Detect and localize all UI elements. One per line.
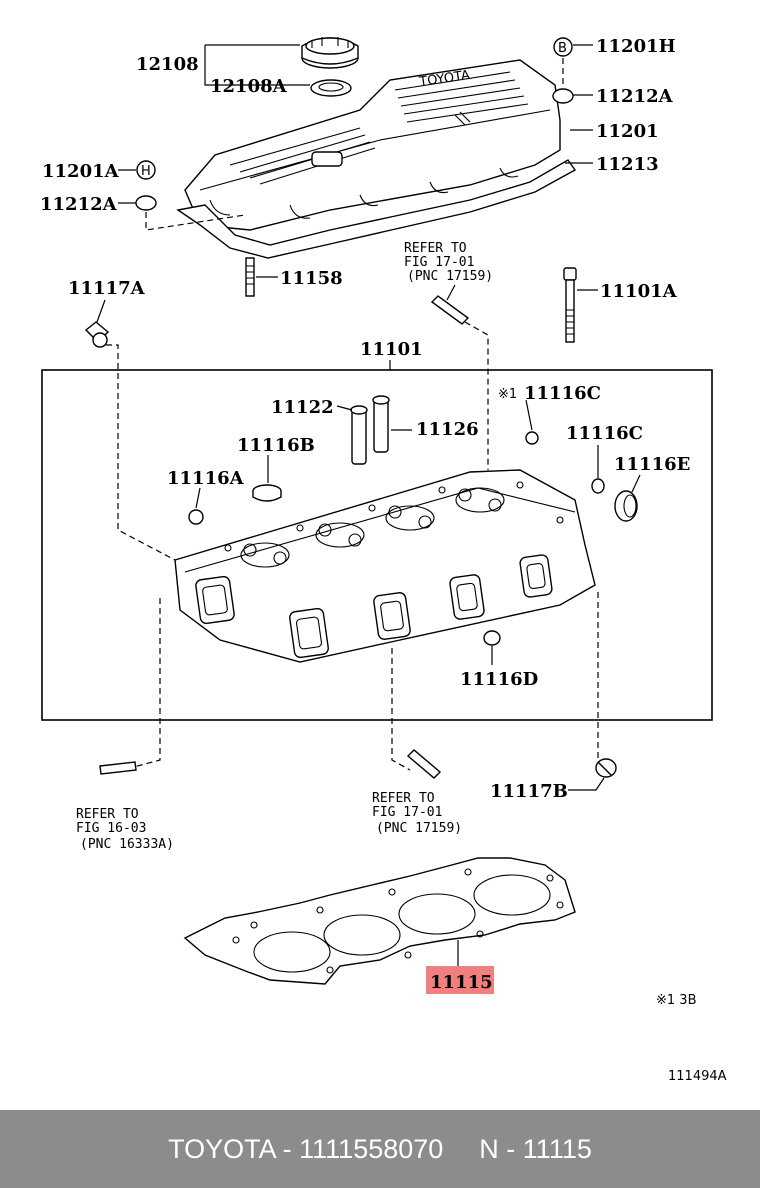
label-12108A: 12108A (210, 76, 288, 97)
cylinder-head-frame (41, 369, 713, 721)
cylinder-head-cover: TOYOTA (184, 59, 561, 231)
stud-refer-bottom-mid (406, 749, 442, 779)
plug-11116A (188, 509, 204, 525)
svg-text:B: B (558, 41, 567, 56)
label-11116B: 11116B (237, 435, 315, 456)
refer-bm-line2: FIG 17-01 (372, 805, 442, 820)
footer-bar: TOYOTA - 1111558070 N - 11115 (0, 1110, 760, 1188)
label-11116D: 11116D (460, 669, 538, 690)
refer-bm-line1: REFER TO (372, 791, 435, 806)
oil-filler-cap (301, 37, 359, 69)
footnote: ※1 3B (656, 993, 697, 1008)
plug-11116B (252, 484, 282, 502)
head-gasket (183, 857, 576, 985)
plug-11117A (84, 321, 110, 348)
label-11122: 11122 (271, 397, 334, 418)
label-11212A-right: 11212A (596, 86, 674, 107)
filler-cap-gasket (310, 79, 352, 97)
label-11115: 11115 (430, 972, 493, 993)
drawing-number: 111494A (668, 1069, 727, 1084)
stud-refer-top (430, 295, 470, 325)
label-11201A: 11201A (42, 161, 120, 182)
label-11101A: 11101A (600, 281, 678, 302)
head-cover-gasket (176, 159, 577, 259)
refer-top-line1: REFER TO (404, 241, 467, 256)
label-11201: 11201 (596, 121, 659, 142)
label-11116C-mark: ※1 (498, 387, 517, 402)
refer-bl-line1: REFER TO (76, 807, 139, 822)
stud-11158 (245, 257, 255, 297)
grommet-11212A-right (552, 88, 574, 104)
plug-11116C-right (591, 478, 605, 494)
grommet-11212A-left (135, 195, 157, 211)
label-11201H: 11201H (596, 36, 676, 57)
stud-refer-bottom-left (99, 761, 137, 775)
label-11116A: 11116A (167, 468, 245, 489)
label-11116C-right: 11116C (566, 423, 643, 444)
svg-text:H: H (141, 164, 151, 179)
label-11117B: 11117B (490, 781, 568, 802)
refer-bl-line2: FIG 16-03 (76, 821, 146, 836)
valve-guide-11126 (372, 395, 390, 453)
label-11213: 11213 (596, 154, 659, 175)
label-11117A: 11117A (68, 278, 146, 299)
refer-top-line2: FIG 17-01 (404, 255, 474, 270)
highlight-11115 (426, 966, 494, 994)
plug-11116E (614, 490, 638, 522)
label-11158: 11158 (280, 268, 343, 289)
label-12108: 12108 (136, 54, 199, 75)
label-11116E: 11116E (614, 454, 690, 475)
parts-diagram: TOYOTA B H (40, 36, 727, 1084)
label-11101: 11101 (360, 339, 423, 360)
footer-brand-part: TOYOTA - 1111558070 (168, 1133, 444, 1164)
plug-11117B (595, 758, 617, 778)
refer-top-line3: (PNC 17159) (407, 269, 493, 284)
footer-pnc: N - 11115 (479, 1133, 592, 1164)
label-11212A-left: 11212A (40, 194, 118, 215)
cylinder-head (174, 469, 596, 663)
label-11116C-top: 11116C (524, 383, 601, 404)
refer-bl-line3: (PNC 16333A) (80, 837, 174, 852)
bolt-11201A: H (136, 160, 156, 180)
head-bolt-11101A (563, 267, 577, 343)
plug-11116D (483, 630, 501, 646)
cover-logo: TOYOTA (417, 68, 470, 90)
plug-11116C-top (525, 431, 539, 445)
valve-guide-11122 (350, 405, 368, 465)
bolt-11201H: B (553, 37, 573, 57)
label-11126: 11126 (416, 419, 479, 440)
refer-bm-line3: (PNC 17159) (376, 821, 462, 836)
